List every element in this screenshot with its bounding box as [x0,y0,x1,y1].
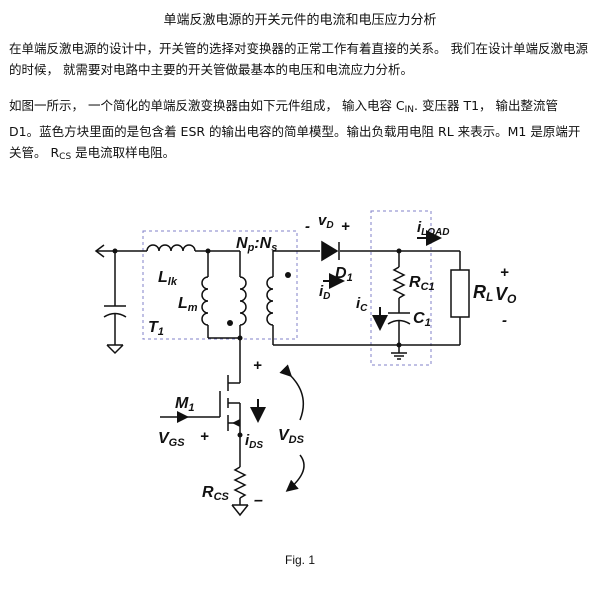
circuit-wiring [94,244,470,517]
label-rcs: RCS [202,484,230,503]
label-d1: D1 [335,265,353,284]
label-lm: Lm [178,295,198,314]
label-lk: Llk [158,269,178,288]
label-rl: RL [473,282,493,304]
rcs-subscript: CS [59,152,72,162]
label-vgs: VGS [158,430,185,449]
label-vd-plus: + [341,218,350,235]
cin-subscript: IN [404,105,415,115]
mosfet-arrow [232,419,240,427]
diode-d1 [321,240,340,262]
esr-dashed-box [370,210,432,366]
label-vd: vD [318,212,334,231]
paragraph-description-part3: 是电流取样电阻。 [71,145,176,160]
label-rc1: RC1 [409,274,435,293]
paragraph-description-part1: 如图一所示， 一个简化的单端反激变换器由如下元件组成， 输入电容 C [9,98,405,113]
component-labels: Llk Lm T1 Np:Ns - vD + D1 iD iLOAD RC1 i… [148,212,517,509]
label-id: iD [319,283,330,302]
label-iload: iLOAD [417,219,450,238]
label-m1: M1 [175,395,194,414]
label-vds-minus: – [254,492,263,509]
label-vd-minus: - [305,218,310,235]
paragraph-description-part2: . 变压器 T1， 输出整流管 D1。蓝色方块里面的是包含着 ESR 的输出电容… [9,98,581,160]
label-np-ns: Np:Ns [236,235,277,254]
current-arrows [250,230,442,423]
label-t1: T1 [148,319,164,338]
paragraph-intro: 在单端反激电源的设计中，开关管的选择对变换器的正常工作有着直接的关系。 我们在设… [9,41,588,77]
label-vds-plus: + [253,357,262,374]
dashed-boxes [142,210,432,366]
label-ids: iDS [245,432,263,451]
figure-caption: Fig. 1 [284,553,315,567]
paragraph-description: 如图一所示， 一个简化的单端反激变换器由如下元件组成， 输入电容 CIN. 变压… [9,95,589,168]
flyback-circuit-diagram: Llk Lm T1 Np:Ns - vD + D1 iD iLOAD RC1 i… [94,210,517,517]
label-vgs-plus: + [200,428,209,445]
label-vds: VDS [278,427,305,446]
label-c1: C1 [413,310,431,329]
transformer-dashed-box [142,230,298,340]
page-title: 单端反激电源的开关元件的电流和电压应力分析 [163,13,437,28]
label-vo-plus: + [500,264,509,281]
label-vo-minus: - [502,312,507,329]
label-vo: VO [495,284,517,306]
label-ic: iC [356,295,368,314]
junction-dots [112,248,402,438]
